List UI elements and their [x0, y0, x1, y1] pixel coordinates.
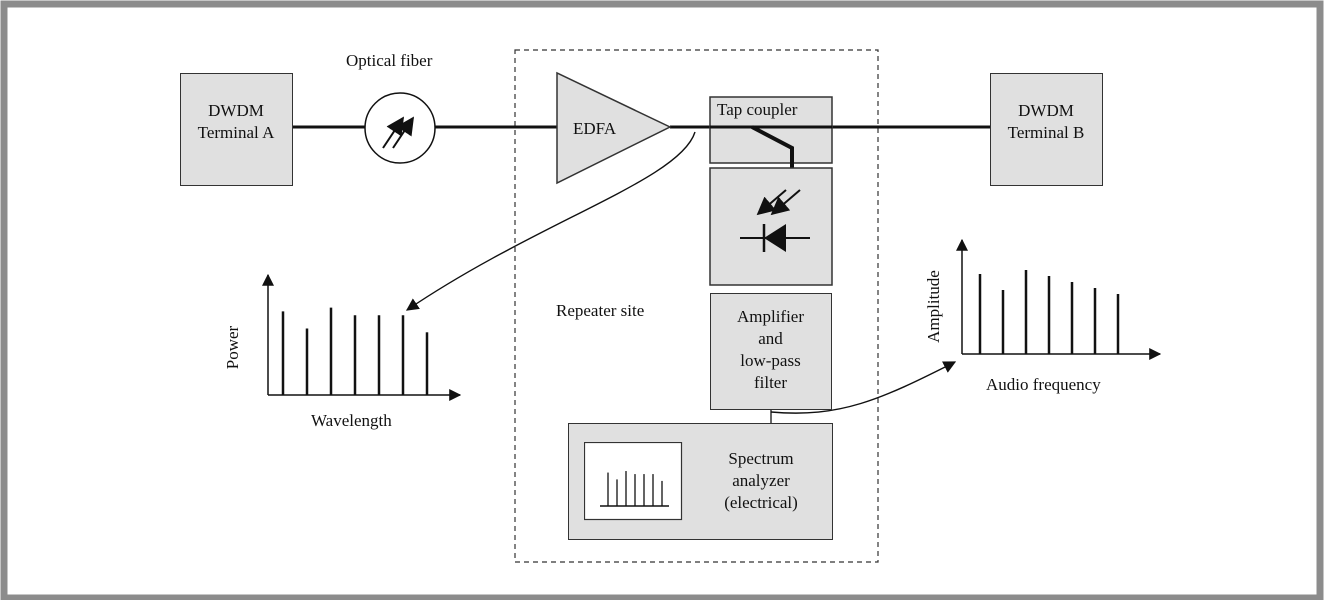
tap-coupler-label: Tap coupler [717, 100, 798, 119]
amplifier-line-2: and [758, 329, 783, 348]
spectrum-analyzer-box: Spectrum analyzer (electrical) [568, 423, 833, 540]
amplifier-line-3: low-pass [740, 351, 801, 370]
terminal-a-box: DWDM Terminal A [180, 73, 293, 186]
fiber-coil-icon [364, 92, 436, 164]
amplitude-ylabel: Amplitude [923, 270, 943, 343]
terminal-b-line-2: Terminal B [1007, 123, 1085, 142]
spectrum-analyzer-line-1: Spectrum [728, 449, 794, 468]
spectrum-analyzer-line-3: (electrical) [724, 493, 798, 512]
repeater-site-label: Repeater site [556, 301, 645, 320]
amplifier-line-4: filter [753, 373, 788, 392]
power-wavelength-chart [262, 273, 462, 401]
terminal-b-line-1: DWDM [1018, 101, 1074, 120]
edfa-to-power-arrow [405, 131, 696, 311]
photodiode-icon [740, 189, 810, 252]
terminal-a-line-1: DWDM [208, 101, 264, 120]
optical-fiber-label: Optical fiber [346, 51, 433, 70]
power-ylabel: Power [223, 325, 243, 370]
tap-coupler-box [709, 96, 833, 164]
power-axes [262, 273, 462, 401]
spectrum-analyzer-line-2: analyzer [732, 471, 790, 490]
edfa-label: EDFA [573, 119, 617, 138]
amplifier-line-1: Amplifier [736, 307, 805, 326]
amp-axes [956, 238, 1162, 360]
amp-to-amplitude-arrow [770, 361, 957, 414]
edfa-amplifier [556, 71, 672, 185]
photodiode-box [709, 167, 833, 286]
tap-branch [751, 125, 794, 170]
amplifier-box: Amplifier and low-pass filter [710, 293, 832, 410]
terminal-a-line-2: Terminal A [197, 123, 275, 142]
spectrum-screen-icon [584, 442, 683, 521]
repeater-site-boundary [514, 49, 879, 563]
audio-frequency-xlabel: Audio frequency [986, 375, 1101, 394]
terminal-b-box: DWDM Terminal B [990, 73, 1103, 186]
wavelength-xlabel: Wavelength [311, 411, 392, 430]
amplitude-frequency-chart [956, 238, 1162, 360]
